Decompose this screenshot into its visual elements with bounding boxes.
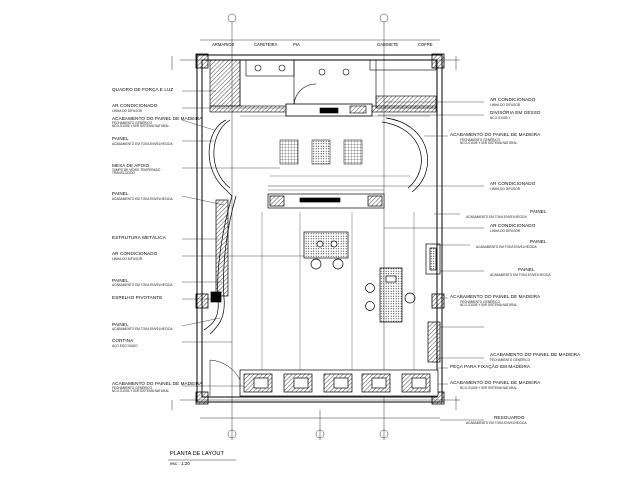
bottom-cabinets xyxy=(239,369,439,397)
right-note-title: PEÇA PARA FIXAÇÃO EM MADEIRA xyxy=(450,364,531,369)
left-note-title: AR CONDICIONADO xyxy=(112,103,158,108)
right-note-title: RESGUARDO xyxy=(494,415,525,420)
right-note-sub: LINHA DO DIFUSOR xyxy=(490,103,521,107)
left-note-sub: ACABAMENTO EM TOKA ENVELHECIDA xyxy=(112,283,173,287)
right-note-sub: ACABAMENTO EM TOKA ENVELHECIDA xyxy=(466,421,527,425)
reference-lines xyxy=(240,115,430,370)
right-note-sub: ACABAMENTO EM TOKA ENVELHECIDA xyxy=(490,273,551,277)
left-note-title: MESA DE APOIO xyxy=(112,163,150,168)
left-note-sub: TAMPO DE VIDRO TEMPERADO TRANSLÚCIDO xyxy=(112,168,161,176)
left-note-title: PAINEL xyxy=(112,278,129,283)
right-note-title: AR CONDICIONADO xyxy=(490,97,536,102)
right-note-title: PAINEL xyxy=(530,209,547,214)
right-note-title: AR CONDICIONADO xyxy=(490,223,536,228)
leaders-right xyxy=(378,101,484,421)
left-note-sub: ACABAMENTO EM TOKA ENVELHECIDA xyxy=(112,197,173,201)
right-note-title: AR CONDICIONADO xyxy=(490,181,536,186)
left-note-title: ACABAMENTO DO PAINEL DE MADEIRA xyxy=(112,381,203,386)
right-note-sub: NCO-S1005-Y xyxy=(490,116,511,120)
drawing-scale: esc : 1:20 xyxy=(170,461,190,466)
left-note-sub: AÇO ESCOVADO xyxy=(112,344,138,348)
label-armarios: ARMARIOS xyxy=(212,42,235,47)
right-note-title: ACABAMENTO DO PAINEL DE MADEIRA xyxy=(490,352,581,357)
right-note-sub: LINHA DO DIFUSOR xyxy=(490,229,521,233)
right-curved-wall xyxy=(381,117,441,363)
left-note-title: PAINEL xyxy=(112,191,129,196)
label-gabinete: GABINETE xyxy=(377,42,399,47)
leaders-left xyxy=(181,90,304,387)
label-cafeteria: CAFETEIRA xyxy=(254,42,278,47)
left-note-title: ESTRUTURA METÁLICA xyxy=(112,235,166,240)
left-note-title: QUADRO DE FORÇA E LUZ xyxy=(112,87,174,92)
left-note-sub: ACABAMENTO EM TOKA ENVELHECIDA xyxy=(112,327,173,331)
left-note-sub: FECHAMENTO GENÉRICO NCO-S1005 Y 50R SIST… xyxy=(112,386,170,394)
label-pia: PIA xyxy=(293,42,300,47)
right-note-sub: LINHA DO DIFUSOR xyxy=(490,187,521,191)
right-note-title: DIVISÓRIA EM GESSO xyxy=(490,110,541,115)
left-note-sub: ACABAMENTO EM TOKA ENVELHECIDA xyxy=(112,142,173,146)
left-note-title: CORTINA xyxy=(112,338,134,343)
left-note-title: ESPELHO PIVOTANTE xyxy=(112,295,163,300)
right-display xyxy=(365,267,416,323)
right-note-sub: ACABAMENTO EM TOKA ENVELHECIDA xyxy=(476,245,537,249)
left-note-sub: LINHA DO DIFUSOR xyxy=(112,257,143,261)
right-note-sub: FECHAMENTO GENÉRICO xyxy=(490,358,531,362)
display-grids xyxy=(279,139,363,165)
right-note-title: PAINEL xyxy=(530,239,547,244)
left-note-sub: FECHAMENTO GENÉRICO NCO-S1005 Y 50R SIST… xyxy=(112,121,170,129)
right-note-title: PAINEL xyxy=(518,267,535,272)
island xyxy=(303,231,349,270)
left-note-sub: LINHA DO DIFUSOR xyxy=(112,109,143,113)
central-counter xyxy=(267,185,385,209)
left-note-title: AR CONDICIONADO xyxy=(112,251,158,256)
right-note-sub: FECHAMENTO GENÉRICO NCO-S1005 Y 50R SIST… xyxy=(460,300,518,308)
left-note-title: PAINEL xyxy=(112,136,129,141)
right-note-title: ACABAMENTO DO PAINEL DE MADEIRA xyxy=(450,294,541,299)
label-cofre: COFRE xyxy=(418,42,433,47)
left-note-title: ACABAMENTO DO PAINEL DE MADEIRA xyxy=(112,116,203,121)
left-note-title: PAINEL xyxy=(112,322,129,327)
outer-walls xyxy=(196,54,443,403)
right-note-title: ACABAMENTO DO PAINEL DE MADEIRA xyxy=(450,380,541,385)
drawing-title: PLANTA DE LAYOUT xyxy=(170,451,224,457)
right-note-title: ACABAMENTO DO PAINEL DE MADEIRA xyxy=(450,132,541,137)
right-note-sub: NCO-S1005 Y 50R SISTEMA NATURAL xyxy=(460,386,518,390)
right-note-sub: FECHAMENTO GENÉRICO NCO-S1005 Y 50R SIST… xyxy=(460,138,518,146)
door-swing xyxy=(209,359,241,396)
axis-lines xyxy=(171,13,460,440)
right-note-sub: ACABAMENTO EM TOKA ENVELHECIDA xyxy=(466,215,527,219)
back-room xyxy=(209,59,437,117)
left-curved-wall xyxy=(203,119,237,335)
